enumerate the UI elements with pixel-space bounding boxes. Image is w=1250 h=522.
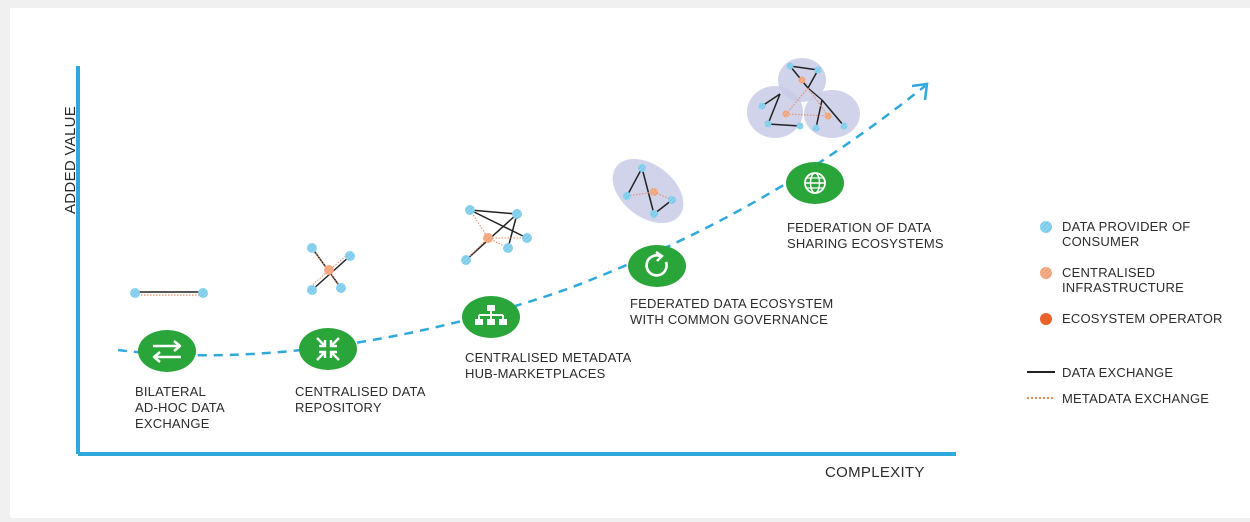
x-axis-label: COMPLEXITY <box>825 464 925 481</box>
curve-arrowhead <box>911 82 929 101</box>
stage-label-federation: FEDERATION OF DATA SHARING ECOSYSTEMS <box>787 220 944 251</box>
stage-bilateral-network <box>130 288 208 298</box>
stage-federation-network <box>747 58 860 138</box>
legend-infrastructure-symbol <box>1040 267 1052 279</box>
stage-hub-network <box>461 205 532 265</box>
legend-operator-symbol <box>1040 313 1052 325</box>
legend-label-data-exchange: DATA EXCHANGE <box>1062 365 1174 380</box>
stage-repository-network <box>307 243 355 295</box>
diagram-graphics <box>76 58 1055 456</box>
legend-label-operator: ECOSYSTEM OPERATOR <box>1062 311 1223 326</box>
stage-federated-network <box>612 158 684 224</box>
stage-label-bilateral: BILATERAL AD-HOC DATA EXCHANGE <box>135 384 225 431</box>
hierarchy-icon <box>462 296 520 338</box>
stage-label-federated: FEDERATED DATA ECOSYSTEM WITH COMMON GOV… <box>630 296 834 327</box>
legend-label-metadata-exchange: METADATA EXCHANGE <box>1062 391 1210 406</box>
legend-provider-symbol <box>1040 221 1052 233</box>
globe-icon <box>786 162 844 204</box>
compress-arrows-icon <box>299 328 357 370</box>
refresh-icon <box>628 245 686 287</box>
legend-label-infrastructure: CENTRALISED INFRASTRUCTURE <box>1062 265 1184 295</box>
y-axis-label: ADDED VALUE <box>62 105 79 214</box>
stage-label-hub: CENTRALISED METADATA HUB-MARKETPLACES <box>465 350 632 381</box>
legend-label-provider: DATA PROVIDER OF CONSUMER <box>1062 219 1191 249</box>
swap-arrows-icon <box>138 330 196 372</box>
diagram-canvas: ADDED VALUE COMPLEXITY BILATERAL AD-HOC … <box>10 8 1250 518</box>
stage-label-repository: CENTRALISED DATA REPOSITORY <box>295 384 426 415</box>
